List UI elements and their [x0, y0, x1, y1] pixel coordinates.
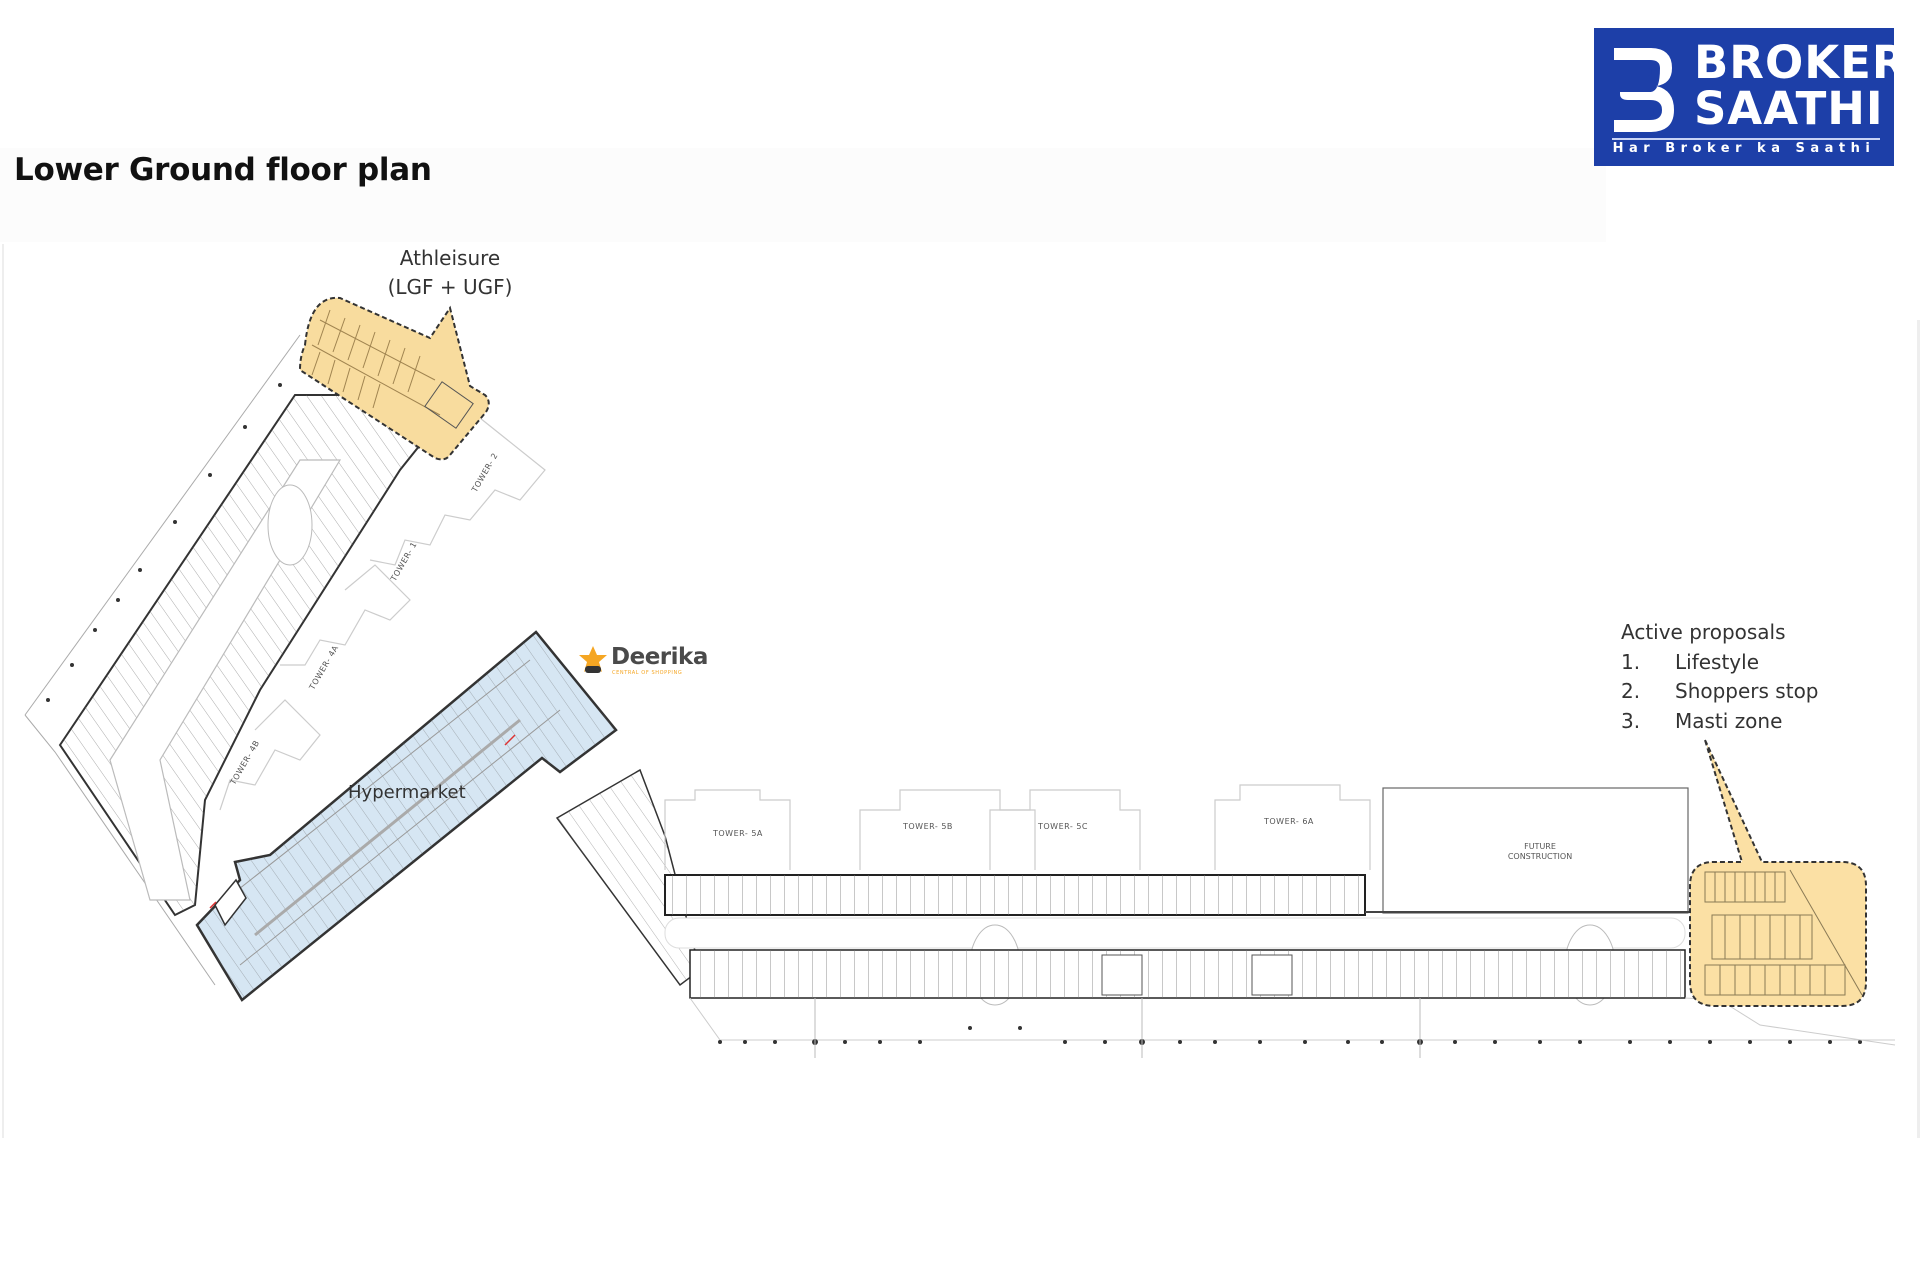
logo-line-1: BROKER	[1694, 36, 1908, 89]
hypermarket-label: Hypermarket	[348, 782, 466, 803]
proposal-item: 2. Shoppers stop	[1621, 677, 1819, 707]
logo-rule	[1612, 138, 1880, 140]
proposal-label: Masti zone	[1675, 708, 1783, 733]
proposal-number: 2.	[1621, 679, 1641, 703]
deerika-brand-marker: Deerika CENTRAL OF SHOPPING	[578, 644, 718, 678]
proposal-number: 3.	[1621, 708, 1641, 733]
logo-b-mark-icon	[1614, 48, 1674, 132]
deerika-star-icon	[579, 646, 607, 673]
athleisure-label: Athleisure	[399, 246, 501, 270]
future-construction-area	[1382, 787, 1689, 914]
athleisure-callout-label: Athleisure (LGF + UGF)	[380, 244, 520, 302]
athleisure-highlight	[298, 296, 490, 461]
deerika-name: Deerika	[611, 644, 708, 670]
broker-saathi-logo: BROKER SAATHI Har Broker ka Saathi	[1594, 28, 1906, 166]
proposal-item: 3. Masti zone	[1621, 707, 1819, 737]
active-proposals: Active proposals 1. Lifestyle 2. Shopper…	[1621, 618, 1819, 736]
tower-5c-label: TOWER- 5C	[1038, 822, 1088, 831]
page-title: Lower Ground floor plan	[14, 152, 432, 188]
floor-plan-image	[0, 244, 1920, 1138]
proposal-number: 1.	[1621, 649, 1641, 674]
deerika-subtitle: CENTRAL OF SHOPPING	[612, 670, 683, 676]
plan-edge-left	[2, 244, 4, 1138]
logo-tagline: Har Broker ka Saathi	[1612, 141, 1876, 156]
hypermarket-zone	[195, 630, 618, 1002]
masti-zone-highlight	[1689, 739, 1867, 1007]
plan-edge-right	[1917, 320, 1920, 1138]
future-construction-line1: FUTURE	[1524, 842, 1556, 851]
header-band	[0, 148, 1606, 242]
proposal-item: 1. Lifestyle	[1621, 648, 1819, 678]
logo-line-2: SAATHI	[1694, 82, 1884, 135]
right-wing	[555, 768, 1896, 1058]
left-wing	[24, 334, 546, 986]
proposal-label: Shoppers stop	[1675, 679, 1819, 703]
tower-5b-label: TOWER- 5B	[903, 822, 953, 831]
proposal-label: Lifestyle	[1675, 649, 1760, 674]
tower-6a-label: TOWER- 6A	[1264, 817, 1314, 826]
future-construction-line2: CONSTRUCTION	[1507, 852, 1573, 861]
athleisure-floors-label: (LGF + UGF)	[387, 275, 513, 299]
active-proposals-heading: Active proposals	[1621, 620, 1786, 644]
future-construction-label: FUTURE CONSTRUCTION	[1490, 842, 1590, 862]
tower-5a-label: TOWER- 5A	[713, 829, 763, 838]
